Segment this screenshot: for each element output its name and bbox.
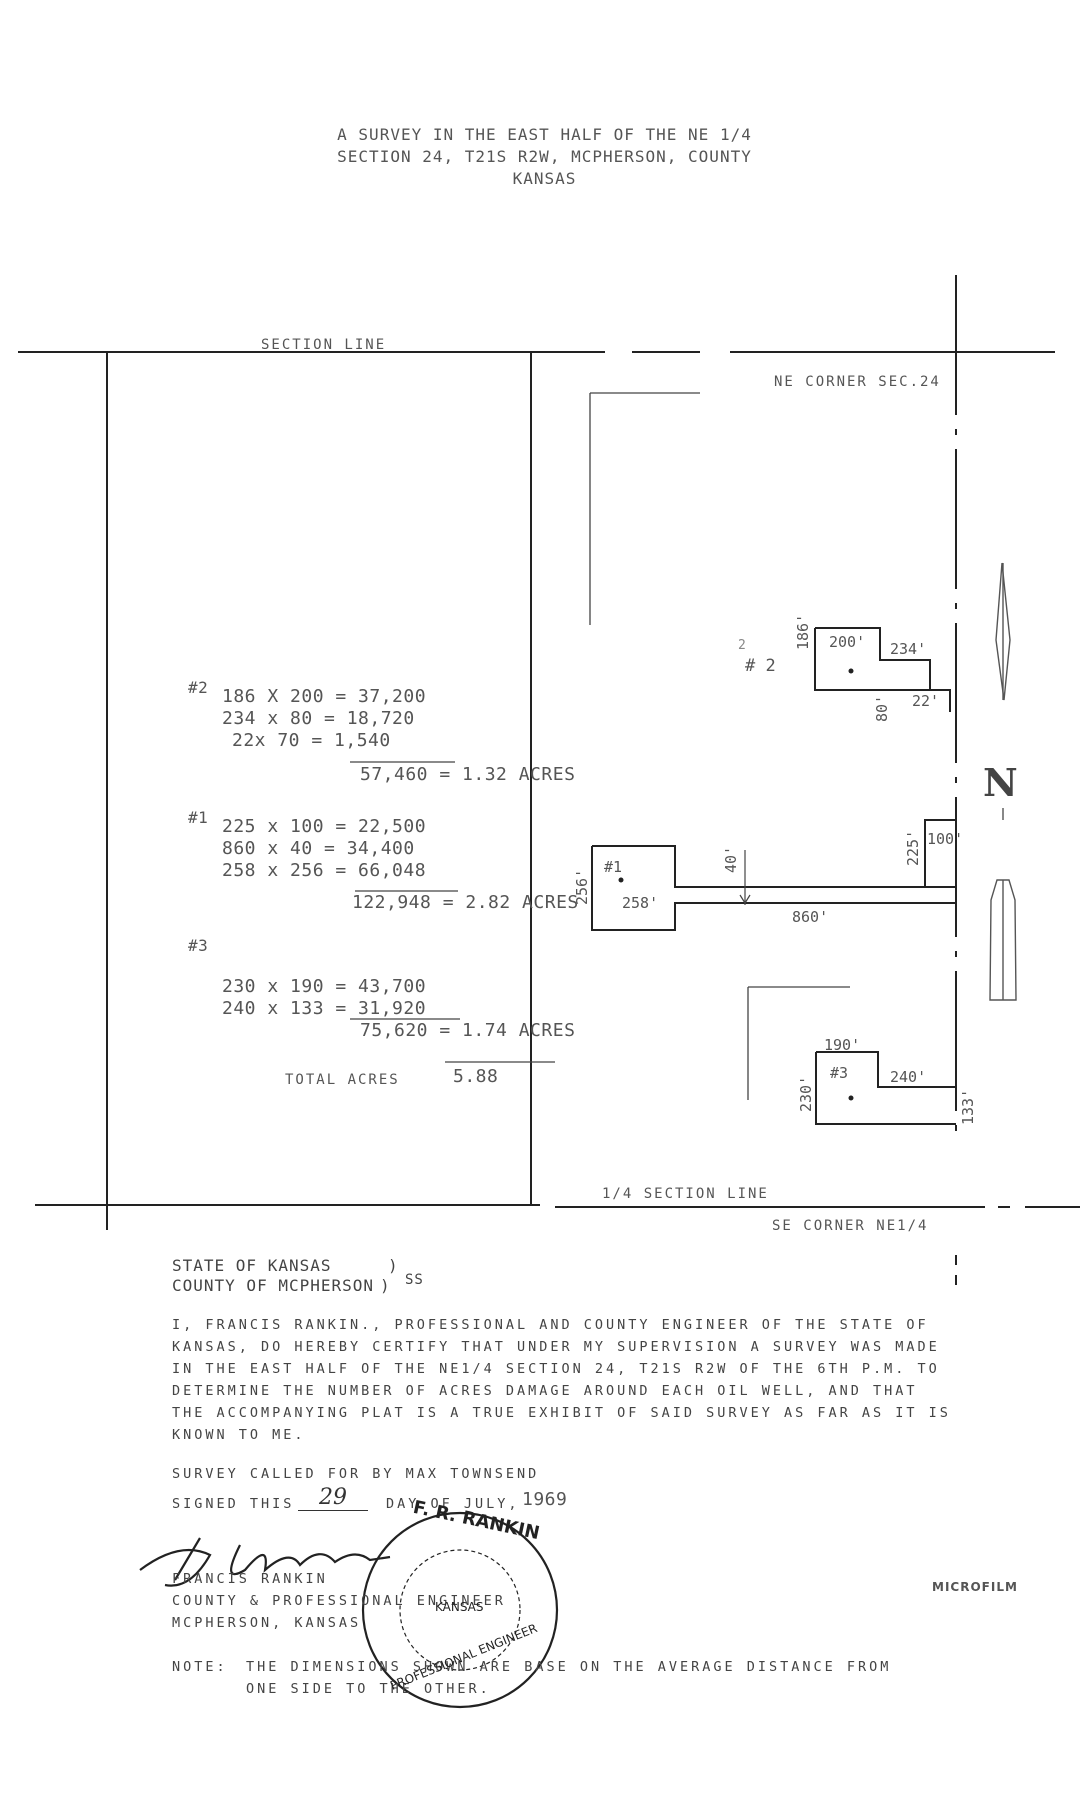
- venue-bracket-1: ): [388, 1256, 399, 1275]
- well-2-dim-80: 80': [873, 694, 891, 722]
- survey-called-for: SURVEY CALLED FOR BY MAX TOWNSEND: [172, 1466, 540, 1482]
- calc-well-1-row-3: 258 x 256 = 66,048: [222, 860, 427, 881]
- signed-day: 29: [298, 1485, 368, 1511]
- calc-well-2-label: #2: [188, 678, 209, 697]
- well-1-dim-40: 40': [722, 845, 740, 873]
- microfilm-stamp: MICROFILM: [932, 1580, 1018, 1594]
- quarter-section-line-label: 1/4 SECTION LINE: [602, 1186, 769, 1202]
- calc-well-2-row-3: 22x 70 = 1,540: [232, 730, 391, 751]
- calc-well-3-total: 75,620 = 1.74 ACRES: [360, 1020, 576, 1041]
- well-1-dim-100: 100': [927, 830, 964, 848]
- calc-well-2-row-2: 234 x 80 = 18,720: [222, 708, 415, 729]
- note-label: NOTE:: [172, 1659, 228, 1675]
- well-1-dim-860: 860': [792, 908, 829, 926]
- well-1-tag: #1: [604, 858, 623, 876]
- venue-bracket-2: ): [380, 1276, 391, 1295]
- well-3-dim-230: 230': [797, 1075, 815, 1112]
- note-line-2: ONE SIDE TO THE OTHER.: [246, 1681, 491, 1697]
- signed-prefix: SIGNED THIS: [172, 1496, 295, 1512]
- well-1-plot: [591, 819, 956, 931]
- note-line-1: THE DIMENSIONS SHOWN ARE BASE ON THE AVE…: [246, 1659, 892, 1675]
- venue-state: STATE OF KANSAS: [172, 1256, 332, 1275]
- north-arrow: [989, 562, 1017, 1001]
- well-1-dim-258: 258': [622, 894, 659, 912]
- north-arrow-letter: N: [983, 760, 1018, 805]
- well-3-plot: [815, 1051, 956, 1125]
- calc-well-1-row-1: 225 x 100 = 22,500: [222, 816, 427, 837]
- well-2-small-tag: 2: [738, 638, 746, 653]
- engineer-location: MCPHERSON, KANSAS: [172, 1615, 362, 1631]
- well-3-tag: #3: [830, 1064, 849, 1082]
- well-2-dim-22: 22': [912, 692, 940, 710]
- well-2-dim-200: 200': [829, 633, 866, 651]
- engineer-title: COUNTY & PROFESSIONAL ENGINEER: [172, 1593, 506, 1609]
- signed-month: DAY OF JULY,: [386, 1496, 520, 1512]
- venue-county: COUNTY OF MCPHERSON: [172, 1276, 375, 1295]
- well-1-marker: [618, 877, 624, 883]
- cert-line-5: THE ACCOMPANYING PLAT IS A TRUE EXHIBIT …: [172, 1405, 951, 1421]
- well-3-dim-190: 190': [824, 1036, 861, 1054]
- total-acres-value: 5.88: [453, 1066, 499, 1087]
- cert-line-1: I, FRANCIS RANKIN., PROFESSIONAL AND COU…: [172, 1317, 929, 1333]
- cert-line-2: KANSAS, DO HEREBY CERTIFY THAT UNDER MY …: [172, 1339, 940, 1355]
- signed-year: 1969: [522, 1489, 568, 1510]
- calc-well-3-row-2: 240 x 133 = 31,920: [222, 998, 427, 1019]
- total-acres-label: TOTAL ACRES: [285, 1072, 400, 1088]
- well-3-marker: [848, 1095, 854, 1101]
- calc-well-3-row-1: 230 x 190 = 43,700: [222, 976, 427, 997]
- se-corner-label: SE CORNER NE1/4: [772, 1218, 929, 1234]
- well-1-dim-225: 225': [904, 829, 922, 866]
- calc-well-2-row-1: 186 X 200 = 37,200: [222, 686, 427, 707]
- survey-title-line-1: A SURVEY IN THE EAST HALF OF THE NE 1/4: [337, 125, 752, 144]
- calc-well-1-total: 122,948 = 2.82 ACRES: [352, 892, 579, 913]
- well-3-dim-240: 240': [890, 1068, 927, 1086]
- well-3-dim-133: 133': [959, 1088, 977, 1125]
- cert-line-4: DETERMINE THE NUMBER OF ACRES DAMAGE ARO…: [172, 1383, 918, 1399]
- well-2-plot: [814, 627, 951, 712]
- seal-center-text: KANSAS: [435, 1600, 484, 1614]
- calc-well-3-label: #3: [188, 936, 209, 955]
- section-line-label: SECTION LINE: [261, 337, 387, 353]
- well-2-dim-234: 234': [890, 640, 927, 658]
- calc-well-2-total: 57,460 = 1.32 ACRES: [360, 764, 576, 785]
- well-2-tag: # 2: [745, 656, 776, 676]
- survey-title-line-2: SECTION 24, T21S R2W, MCPHERSON, COUNTY: [337, 147, 752, 166]
- engineer-seal: [361, 1511, 559, 1709]
- cert-line-3: IN THE EAST HALF OF THE NE1/4 SECTION 24…: [172, 1361, 940, 1377]
- ne-corner-label: NE CORNER SEC.24: [774, 374, 941, 390]
- cert-line-6: KNOWN TO ME.: [172, 1427, 306, 1443]
- venue-ss: SS: [405, 1272, 424, 1288]
- well-2-dim-186: 186': [794, 613, 812, 650]
- calc-well-1-label: #1: [188, 808, 209, 827]
- signature-scrawl: [139, 1537, 391, 1587]
- calc-well-1-row-2: 860 x 40 = 34,400: [222, 838, 415, 859]
- survey-title-line-3: KANSAS: [512, 169, 577, 188]
- engineer-name: FRANCIS RANKIN: [172, 1571, 328, 1587]
- well-2-marker: [848, 668, 854, 674]
